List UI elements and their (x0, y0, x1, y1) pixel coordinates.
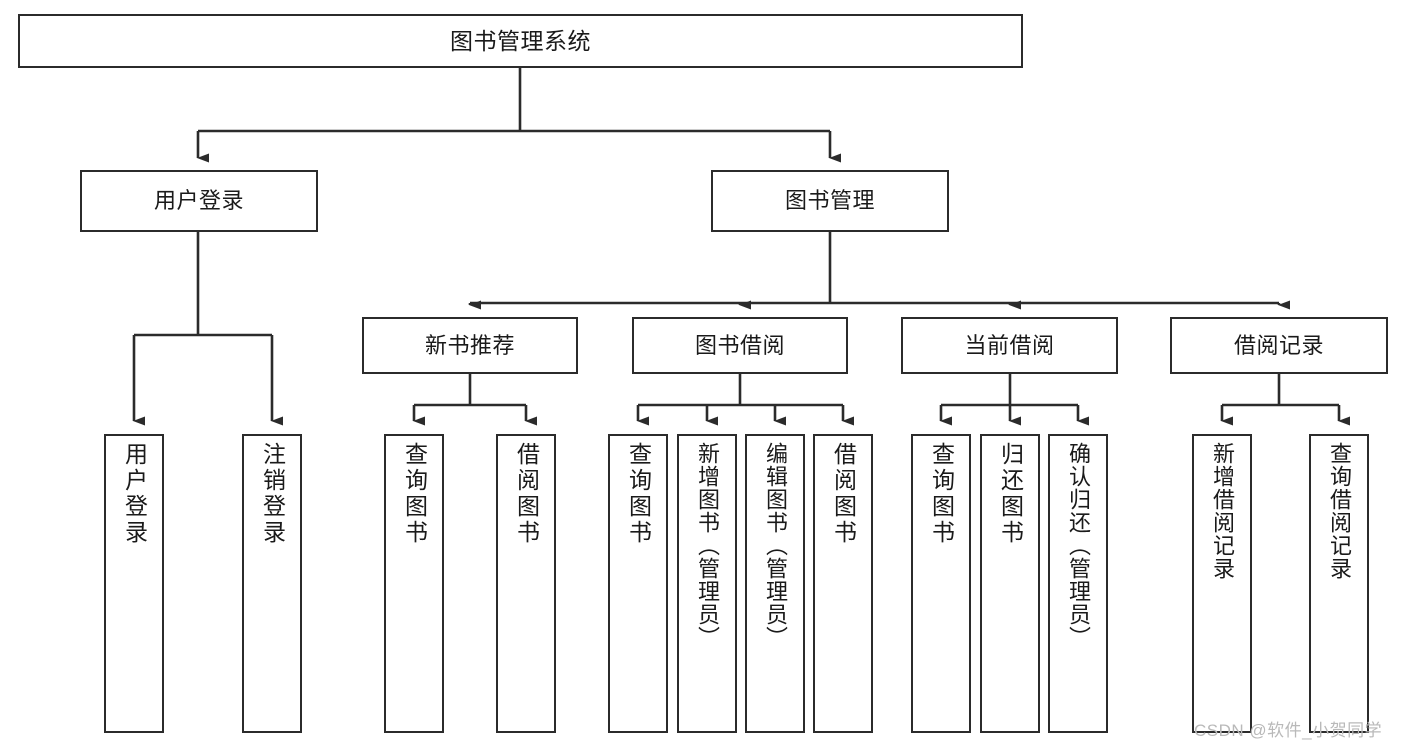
node-label: 查询图书 (625, 442, 652, 546)
node-label: 借阅图书 (830, 442, 857, 546)
node-label: 查询图书 (928, 442, 955, 546)
node-label: 图书管理系统 (450, 27, 591, 54)
node-leaf-edit-book-admin[interactable]: 编辑图书（管理员） (745, 434, 805, 733)
node-leaf-user-login[interactable]: 用户登录 (104, 434, 164, 733)
node-label: 当前借阅 (964, 332, 1055, 358)
node-leaf-query-book-recommend[interactable]: 查询图书 (384, 434, 444, 733)
node-label: 借阅图书 (513, 442, 540, 546)
node-label: 查询图书 (401, 442, 428, 546)
watermark: CSDN @软件_小贺同学 (1194, 721, 1383, 740)
node-label: 编辑图书（管理员） (763, 442, 788, 649)
node-leaf-return-book[interactable]: 归还图书 (980, 434, 1040, 733)
node-label: 用户登录 (121, 442, 148, 546)
node-book-borrow[interactable]: 图书借阅 (632, 317, 848, 374)
node-borrow-record[interactable]: 借阅记录 (1170, 317, 1388, 374)
node-leaf-borrow-book[interactable]: 借阅图书 (813, 434, 873, 733)
node-leaf-add-borrow-record[interactable]: 新增借阅记录 (1192, 434, 1252, 733)
node-new-book-recommend[interactable]: 新书推荐 (362, 317, 578, 374)
node-label: 图书管理 (784, 188, 875, 214)
node-label: 查询借阅记录 (1327, 442, 1352, 580)
node-label: 新增图书（管理员） (695, 442, 720, 649)
node-book-management[interactable]: 图书管理 (711, 170, 949, 232)
node-leaf-query-book-borrow[interactable]: 查询图书 (608, 434, 668, 733)
node-label: 注销登录 (259, 442, 286, 546)
node-user-login[interactable]: 用户登录 (80, 170, 318, 232)
node-leaf-add-book-admin[interactable]: 新增图书（管理员） (677, 434, 737, 733)
node-label: 新增借阅记录 (1210, 442, 1235, 580)
node-leaf-confirm-return-admin[interactable]: 确认归还（管理员） (1048, 434, 1108, 733)
node-label: 图书借阅 (694, 332, 785, 358)
node-label: 用户登录 (153, 188, 244, 214)
node-current-borrow[interactable]: 当前借阅 (901, 317, 1118, 374)
node-label: 新书推荐 (424, 332, 515, 358)
node-leaf-query-borrow-record[interactable]: 查询借阅记录 (1309, 434, 1369, 733)
node-label: 归还图书 (997, 442, 1024, 546)
node-leaf-borrow-book-recommend[interactable]: 借阅图书 (496, 434, 556, 733)
node-leaf-logout[interactable]: 注销登录 (242, 434, 302, 733)
node-label: 确认归还（管理员） (1066, 442, 1091, 649)
node-root-book-management-system[interactable]: 图书管理系统 (18, 14, 1023, 68)
node-label: 借阅记录 (1233, 332, 1324, 358)
node-leaf-query-book-current[interactable]: 查询图书 (911, 434, 971, 733)
